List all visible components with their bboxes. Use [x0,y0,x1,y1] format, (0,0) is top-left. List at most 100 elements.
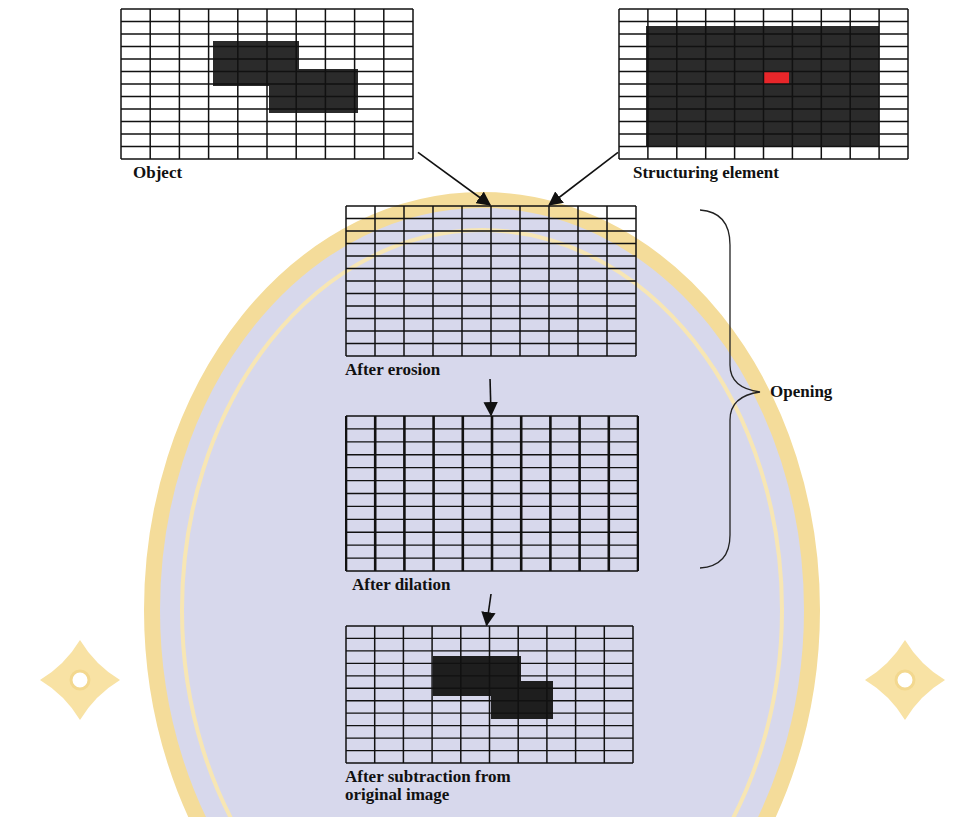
grid-line [121,46,413,47]
grid-line [121,96,413,97]
grid-line [346,205,636,206]
grid-line [346,675,633,676]
grid-line [619,83,908,84]
watermark-ornament [40,640,945,720]
flow-arrow [549,152,618,205]
grid-line [121,158,413,159]
grid-line [121,146,413,147]
bracket-label: Opening [770,383,832,401]
pixel-fill [764,71,789,84]
grid-ground [346,626,633,763]
grid-line [546,626,548,763]
flow-arrow [418,152,490,205]
grid-line [575,626,577,763]
grid-line [121,133,413,134]
grid-line [346,570,638,571]
grid-line [121,108,413,109]
grid-line [346,415,638,416]
pixel-grid [345,415,639,572]
grid-line [604,626,606,763]
grid-line [619,46,908,47]
grid-line [346,532,638,533]
grid-line [346,330,636,331]
pixel-grid [345,625,634,764]
grid-line [345,626,347,763]
grid-line [346,293,636,294]
grid-line [346,480,638,481]
grid-line [121,58,413,59]
grid-line [121,121,413,122]
opening-brace [700,210,760,568]
panel-caption: Object [133,164,418,182]
panel-caption: After subtraction from original image [345,768,550,804]
grid-line [346,230,636,231]
grid-line [619,121,908,122]
grid-line [619,71,908,72]
watermark-seal [152,200,812,817]
grid-line [346,243,636,244]
flow-arrow [489,379,492,415]
grid-line [121,33,413,34]
grid-line [346,467,638,468]
grid-line [346,737,633,738]
grid-line [346,218,636,219]
grid-panel: After dilation [345,415,643,594]
grid-line [632,626,634,763]
grid-line [346,506,638,507]
watermark-dot [71,671,89,689]
grid-line [346,454,638,455]
panel-caption: Structuring element [633,164,913,182]
grid-ground [619,9,908,159]
panel-caption: After dilation [352,576,643,594]
grid-line [619,108,908,109]
grid-line [121,21,413,22]
grid-line [346,557,638,558]
grid-line [619,21,908,22]
grid-line [346,428,638,429]
grid-line [346,355,636,356]
grid-line [619,96,908,97]
grid-line [346,519,638,520]
grid-line [619,158,908,159]
grid-panel: Structuring element [618,8,913,182]
grid-line [374,626,376,763]
pixel-fill [646,26,879,146]
grid-line [121,71,413,72]
grid-line [346,625,633,626]
grid-line [346,713,633,714]
grid-line [619,146,908,147]
grid-line [619,58,908,59]
grid-line [346,305,636,306]
grid-line [460,626,462,763]
grid-line [346,255,636,256]
grid-line [346,663,633,664]
grid-line [346,280,636,281]
grid-panel: After erosion [345,205,641,379]
grid-line [346,318,636,319]
grid-line [619,8,908,9]
watermark-ring [182,230,782,817]
grid-line [346,750,633,751]
grid-line [346,700,633,701]
grid-line [619,133,908,134]
grid-line [403,626,405,763]
grid-ground [346,416,638,571]
grid-panel: Object [120,8,418,182]
grid-line [346,343,636,344]
grid-line [346,688,633,689]
grid-line [346,725,633,726]
panel-caption: After erosion [345,361,641,379]
grid-line [346,762,633,763]
grid-line [619,33,908,34]
grid-panel: After subtraction from original image [345,625,634,804]
pixel-grid [345,205,637,357]
pixel-grid [618,8,909,160]
grid-line [346,268,636,269]
pixel-fill [269,69,358,113]
grid-line [517,626,519,763]
grid-line [346,493,638,494]
flow-arrow [487,594,491,625]
grid-line [346,545,638,546]
watermark-dot [896,671,914,689]
